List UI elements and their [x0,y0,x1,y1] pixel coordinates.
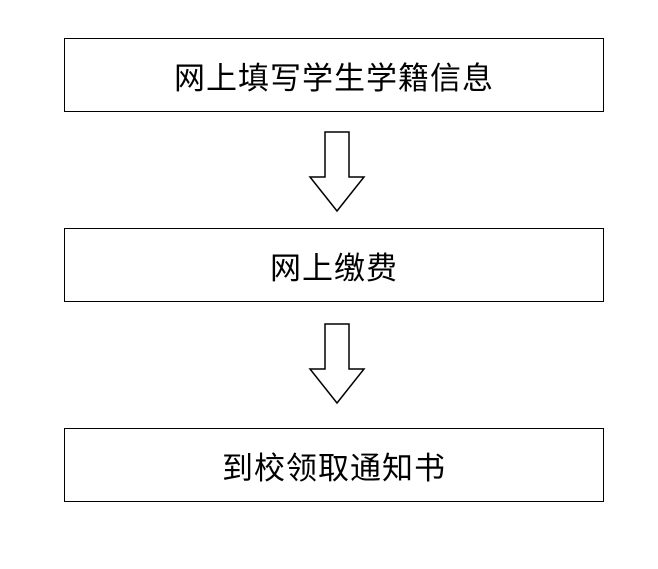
flow-step-label: 网上缴费 [270,250,398,287]
down-arrow-icon [308,323,366,405]
flow-step-online-payment: 网上缴费 [64,228,604,302]
flow-step-label: 网上填写学生学籍信息 [174,60,494,97]
down-arrow-icon [308,131,366,213]
flow-step-fill-student-info: 网上填写学生学籍信息 [64,38,604,112]
flow-step-collect-notice: 到校领取通知书 [64,428,604,502]
flow-step-label: 到校领取通知书 [222,450,446,487]
